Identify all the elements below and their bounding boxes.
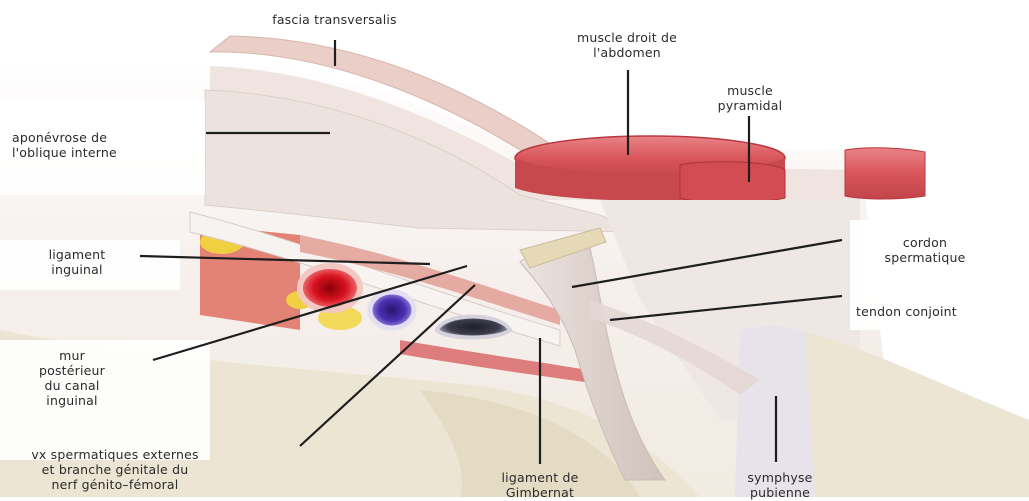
label-muscle-droit: muscle droit de l'abdomen: [552, 30, 702, 60]
label-mur-posterieur: mur postérieur du canal inguinal: [22, 348, 122, 408]
muscle-pyramidal: [680, 162, 785, 203]
label-tendon-conjoint: tendon conjoint: [856, 304, 1026, 319]
label-ligament-gimbernat: ligament de Gimbernat: [455, 470, 625, 500]
label-vx-spermatiques: vx spermatiques externes et branche géni…: [0, 447, 230, 492]
label-muscle-pyramidal: muscle pyramidal: [700, 83, 800, 113]
artere-femorale: [300, 266, 360, 310]
label-aponevrose: aponévrose de l'oblique interne: [12, 130, 197, 160]
canal-femoral: [437, 317, 510, 338]
label-cordon-spermatique: cordon spermatique: [860, 235, 990, 265]
muscle-droit-right: [845, 148, 925, 199]
label-symphyse-pubienne: symphyse pubienne: [710, 470, 850, 500]
veine-femorale: [370, 292, 414, 328]
label-fascia-transversalis: fascia transversalis: [232, 12, 437, 27]
label-ligament-inguinal: ligament inguinal: [22, 247, 132, 277]
